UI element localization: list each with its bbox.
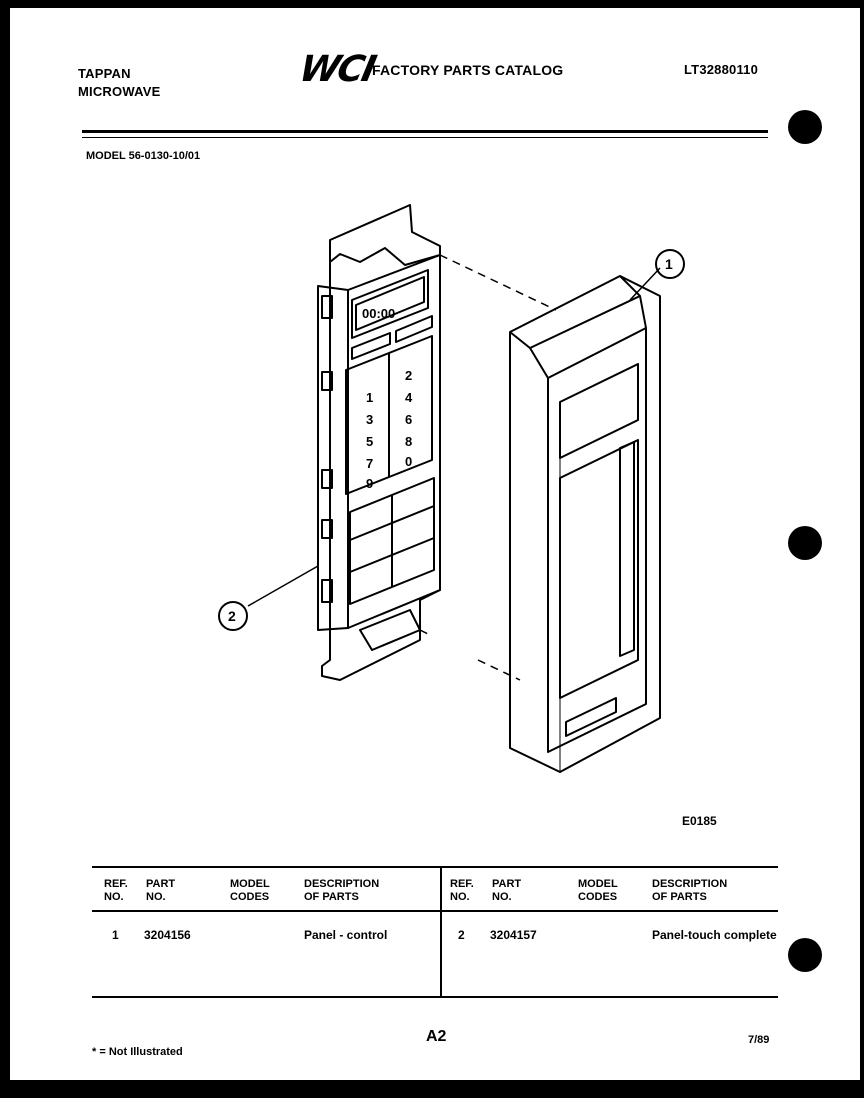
- table-center-divider: [440, 866, 442, 998]
- drawing-code: E0185: [682, 814, 717, 828]
- brand-line-2: MICROWAVE: [78, 84, 161, 99]
- catalog-date: 7/89: [748, 1034, 770, 1046]
- header-rule-thick: [82, 130, 768, 133]
- header-rule-thin: [82, 137, 768, 138]
- control-panel-face: [347, 254, 441, 629]
- key-7: 7: [366, 456, 373, 471]
- col-ref-right: REF.NO.: [450, 878, 474, 903]
- numeric-keypad: [345, 335, 433, 495]
- key-3: 3: [366, 412, 373, 427]
- key-2: 2: [405, 368, 412, 383]
- function-keypad: [349, 477, 435, 605]
- binder-hole-middle: [788, 526, 822, 560]
- key-0: 0: [405, 454, 412, 469]
- row-1-ref: 1: [112, 928, 119, 942]
- brand-line-1: TAPPAN: [78, 66, 131, 81]
- row-1-part: 3204156: [144, 928, 191, 942]
- key-6: 6: [405, 412, 412, 427]
- stop-button: [395, 315, 433, 343]
- touch-panel-top: [509, 275, 641, 349]
- key-1: 1: [366, 390, 373, 405]
- touch-panel-inner: [547, 328, 647, 753]
- key-9: 9: [366, 476, 373, 491]
- callout-2-leader: [247, 565, 319, 607]
- catalog-number: LT32880110: [684, 62, 759, 77]
- control-panel-bracket: [329, 204, 441, 266]
- display-cutout: [559, 363, 639, 459]
- callout-2-label: 2: [228, 608, 236, 624]
- bottom-slot: [565, 697, 617, 737]
- callout-2-circle: [218, 601, 248, 631]
- display-window: [351, 269, 429, 339]
- binder-hole-top: [788, 110, 822, 144]
- keypad-cutout: [559, 439, 639, 699]
- callout-1-circle: [655, 249, 685, 279]
- binder-hole-bottom: [788, 938, 822, 972]
- catalog-title: FACTORY PARTS CATALOG: [372, 62, 564, 78]
- col-ref-left: REF.NO.: [104, 878, 128, 903]
- page-label: A2: [426, 1028, 447, 1045]
- row-1-description: Panel - control: [304, 928, 388, 942]
- key-5: 5: [366, 434, 373, 449]
- row-2-part: 3204157: [490, 928, 537, 942]
- model-number: MODEL 56-0130-10/01: [86, 150, 201, 162]
- not-illustrated-note: * = Not Illustrated: [92, 1046, 183, 1058]
- callout-1-leader: [629, 267, 661, 301]
- key-8: 8: [405, 434, 412, 449]
- row-2-description: Panel-touch complete: [652, 928, 777, 942]
- table-top-rule: [92, 866, 778, 868]
- callout-1-label: 1: [665, 256, 673, 272]
- key-4: 4: [405, 390, 413, 405]
- row-2-ref: 2: [458, 928, 465, 942]
- table-bottom-rule: [92, 996, 778, 998]
- table-header-rule: [92, 910, 778, 912]
- clock-button: [351, 332, 391, 360]
- display-readout: 00:00: [362, 306, 395, 321]
- control-panel-side: [317, 285, 349, 631]
